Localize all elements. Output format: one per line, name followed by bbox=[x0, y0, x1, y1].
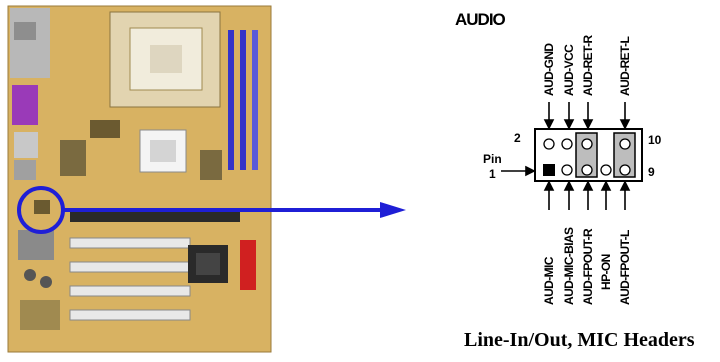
header-title: AUDIO bbox=[455, 10, 506, 29]
pin-label-hp-on: HP-ON bbox=[599, 254, 613, 290]
pin-number-2: 2 bbox=[514, 131, 521, 145]
pin-label-aud-fpout-l: AUD-FPOUT-L bbox=[618, 230, 632, 305]
pin-label-aud-mic: AUD-MIC bbox=[542, 257, 556, 305]
pin-label-aud-gnd: AUD-GND bbox=[542, 43, 556, 96]
pin-label-aud-vcc: AUD-VCC bbox=[562, 44, 576, 96]
top-pin-arrows bbox=[543, 102, 631, 130]
pin-label-aud-ret-l: AUD-RET-L bbox=[618, 36, 632, 96]
pin-number-9: 9 bbox=[648, 165, 655, 179]
audio-header-connector bbox=[534, 128, 643, 182]
pin-number-10: 10 bbox=[648, 133, 662, 147]
pin-label-aud-fpout-r: AUD-FPOUT-R bbox=[581, 228, 595, 305]
pin-label-aud-ret-r: AUD-RET-R bbox=[581, 35, 595, 96]
motherboard-image bbox=[7, 5, 272, 353]
pin-label-aud-mic-bias: AUD-MIC-BIAS bbox=[562, 227, 576, 305]
pin-number-1: 1 bbox=[489, 167, 496, 181]
bottom-pin-arrows bbox=[543, 180, 631, 210]
caption: Line-In/Out, MIC Headers bbox=[464, 329, 695, 351]
pin-label: Pin bbox=[483, 152, 502, 166]
pointer-arrow bbox=[63, 202, 406, 218]
pin1-arrow bbox=[501, 165, 536, 177]
